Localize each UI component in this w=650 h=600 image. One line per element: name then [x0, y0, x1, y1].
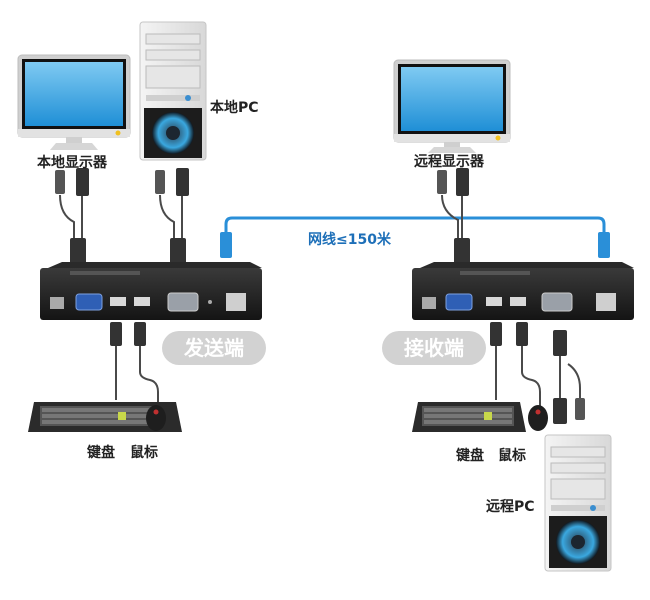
remote-pc-connectors	[553, 330, 585, 424]
local-connectors	[55, 168, 189, 264]
local-keyboard-icon	[28, 402, 182, 432]
local-mouse-label: 鼠标	[130, 445, 158, 461]
local-pc-label: 本地PC	[210, 100, 259, 116]
remote-pc-icon	[544, 434, 612, 572]
sender-label: 发送端	[162, 331, 266, 365]
remote-video-cables	[441, 194, 463, 240]
local-video-cables	[59, 194, 183, 240]
remote-keyboard-label: 键盘	[456, 448, 484, 464]
remote-monitor-label: 远程显示器	[414, 154, 484, 170]
local-monitor-icon	[17, 54, 131, 150]
local-usb-plugs	[110, 322, 146, 346]
remote-pc-label: 远程PC	[486, 499, 535, 515]
remote-keyboard-icon	[412, 402, 526, 432]
local-pc-icon	[139, 21, 207, 161]
remote-connectors	[437, 168, 470, 264]
local-monitor-label: 本地显示器	[37, 155, 107, 171]
remote-usb-plugs	[490, 322, 528, 346]
receiver-label: 接收端	[382, 331, 486, 365]
local-mouse-icon	[146, 405, 166, 431]
sender-device	[40, 262, 262, 320]
remote-monitor-icon	[393, 59, 511, 153]
remote-input-cables	[495, 346, 541, 408]
network-cable-label: 网线≤150米	[308, 232, 391, 248]
receiver-device	[412, 262, 634, 320]
remote-mouse-label: 鼠标	[498, 448, 526, 464]
local-keyboard-label: 键盘	[87, 445, 115, 461]
remote-pc-cables	[559, 355, 581, 398]
remote-mouse-icon	[528, 405, 548, 431]
network-cable	[220, 216, 610, 258]
local-input-cables	[115, 346, 159, 408]
